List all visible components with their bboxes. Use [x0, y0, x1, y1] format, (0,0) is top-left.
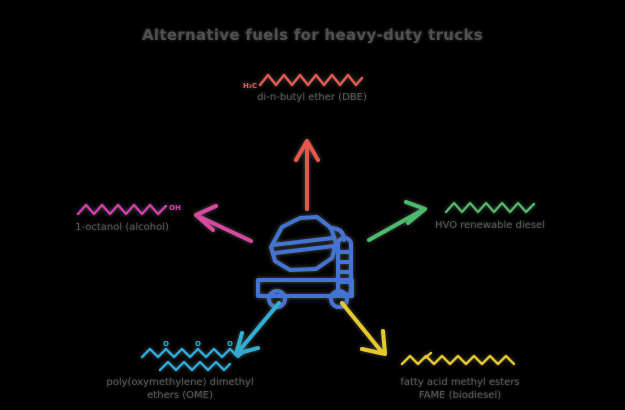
arrow-up-head	[294, 139, 320, 162]
molecule-bottom-left-o-label-3: O	[227, 340, 233, 348]
molecule-bottom-left-o-label-2: O	[195, 340, 201, 348]
molecule-top: H₃C	[243, 73, 364, 90]
molecule-right-chain	[444, 201, 536, 214]
arrow-up-left-head	[194, 204, 218, 232]
label-bottom-right-line2: FAME (biodiesel)	[418, 390, 502, 401]
arrow-up-left	[194, 204, 253, 243]
mixer-ladder-rungs	[336, 250, 353, 284]
molecule-top-chain	[258, 73, 364, 87]
label-bottom-right-line1: fatty acid methyl esters	[400, 377, 520, 388]
truck-bed	[256, 278, 354, 298]
arrow-up-right-head	[404, 200, 427, 225]
molecule-top-h3c-label: H₃C	[243, 82, 257, 90]
mixer-drum-stripe2	[273, 244, 336, 255]
arrow-down-right-shaft	[340, 301, 383, 353]
concrete-mixer-truck-icon	[256, 215, 354, 309]
arrow-down-right	[340, 301, 387, 356]
mixer-drum	[269, 215, 338, 272]
molecule-bottom-right-double-bond	[423, 351, 433, 360]
molecule-bottom-left-o-label-1: O	[163, 340, 169, 348]
label-right: HVO renewable diesel	[435, 220, 545, 231]
arrow-up	[294, 139, 320, 211]
molecule-bottom-left-chain-row2	[158, 360, 232, 372]
arrow-down-left	[234, 301, 281, 356]
arrow-down-right-head	[360, 329, 387, 356]
molecule-left: OH	[76, 203, 181, 216]
molecule-right	[444, 201, 536, 214]
arrow-up-left-shaft	[198, 215, 253, 243]
label-top: di-n-butyl ether (DBE)	[257, 92, 367, 103]
label-bottom-left-line2: ethers (OME)	[147, 390, 213, 401]
diagram-title: Alternative fuels for heavy-duty trucks	[142, 26, 483, 44]
molecule-left-oh-label: OH	[169, 204, 181, 212]
molecule-bottom-left: O O O	[140, 340, 248, 372]
molecule-bottom-right-chain	[400, 354, 516, 366]
label-bottom-left-line1: poly(oxymethylene) dimethyl	[106, 377, 254, 388]
molecule-bottom-left-chain-row1	[140, 347, 248, 359]
molecule-left-chain	[76, 203, 168, 216]
label-left: 1-octanol (alcohol)	[75, 222, 169, 233]
truck-wheel-right	[329, 289, 349, 309]
arrow-up-right	[367, 200, 427, 242]
molecule-bottom-right	[400, 351, 516, 366]
arrow-up-right-shaft	[367, 209, 423, 242]
mixer-ladder	[336, 236, 353, 298]
arrow-down-left-shaft	[237, 301, 281, 353]
mixer-drum-stripe	[271, 236, 335, 247]
